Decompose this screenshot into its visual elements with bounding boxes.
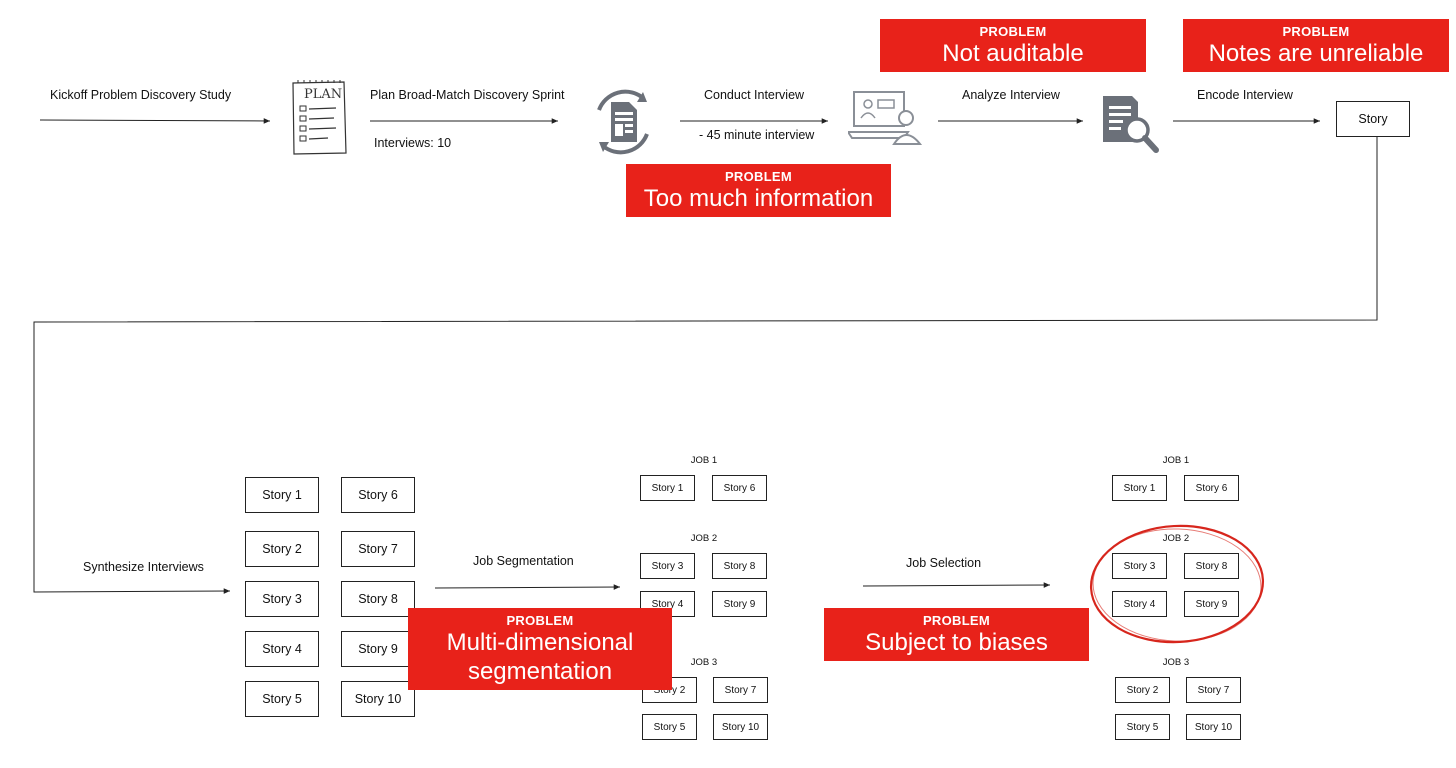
step-encode-label: Encode Interview <box>1197 88 1293 102</box>
step-plan-label: Plan Broad-Match Discovery Sprint <box>370 88 565 102</box>
problem-tag: PROBLEM <box>979 24 1047 39</box>
story-box: Story 9 <box>712 591 767 617</box>
story-box: Story 10 <box>713 714 768 740</box>
step-conduct-label: Conduct Interview <box>704 88 805 102</box>
story-box: Story 9 <box>341 631 415 667</box>
story-box: Story 6 <box>712 475 767 501</box>
story-box: Story 1 <box>245 477 319 513</box>
interview-laptop-icon <box>846 88 928 148</box>
interviews-count-label: Interviews: 10 <box>374 136 452 150</box>
story-box: Story 7 <box>713 677 768 703</box>
story-box: Story 1 <box>1112 475 1167 501</box>
job-label: JOB 3 <box>690 657 718 668</box>
step-analyze-label: Analyze Interview <box>962 88 1060 102</box>
job-label-selected: JOB 2 <box>1162 533 1190 544</box>
story-box: Story 3 <box>245 581 319 617</box>
problem-tag: PROBLEM <box>506 613 574 628</box>
job-label: JOB 3 <box>1162 657 1190 668</box>
job-label: JOB 1 <box>690 455 718 466</box>
problem-text: Subject to biases <box>865 629 1048 656</box>
job-label: JOB 1 <box>1162 455 1190 466</box>
story-box: Story 4 <box>1112 591 1167 617</box>
interview-duration-label: - 45 minute interview <box>699 128 815 142</box>
step-job-selection-label: Job Selection <box>906 556 982 570</box>
step-synthesize-label: Synthesize Interviews <box>83 560 204 574</box>
problem-subject-to-biases: PROBLEM Subject to biases <box>824 608 1089 661</box>
story-box: Story 1 <box>640 475 695 501</box>
story-box: Story 10 <box>1186 714 1241 740</box>
document-cycle-icon <box>585 84 661 160</box>
problem-text: Not auditable <box>942 40 1084 67</box>
story-output-box: Story <box>1336 101 1410 137</box>
problem-tag: PROBLEM <box>724 169 793 184</box>
problem-not-auditable: PROBLEM Not auditable <box>880 19 1146 72</box>
story-box: Story 2 <box>1115 677 1170 703</box>
document-search-icon <box>1100 94 1164 158</box>
problem-text-line1: Multi-dimensional <box>446 629 634 656</box>
plan-sketch-text: PLAN <box>304 87 343 102</box>
problem-notes-unreliable: PROBLEM Notes are unreliable <box>1183 19 1449 72</box>
story-box: Story 10 <box>341 681 415 717</box>
story-box: Story 5 <box>642 714 697 740</box>
step-job-segmentation-label: Job Segmentation <box>473 554 574 568</box>
story-box: Story 3 <box>1112 553 1167 579</box>
story-box: Story 7 <box>1186 677 1241 703</box>
job-label: JOB 2 <box>690 533 718 544</box>
story-box: Story 6 <box>1184 475 1239 501</box>
step-kickoff-label: Kickoff Problem Discovery Study <box>50 88 232 102</box>
story-box: Story 8 <box>712 553 767 579</box>
problem-text-line2: segmentation <box>467 658 613 685</box>
story-box: Story 5 <box>1115 714 1170 740</box>
plan-sketch-icon: PLAN <box>290 80 348 156</box>
problem-multi-dimensional-segmentation: PROBLEM Multi-dimensional segmentation <box>408 608 672 690</box>
story-box: Story 6 <box>341 477 415 513</box>
story-box: Story 8 <box>1184 553 1239 579</box>
story-box: Story 3 <box>640 553 695 579</box>
problem-text: Notes are unreliable <box>1208 40 1424 67</box>
problem-tag: PROBLEM <box>922 613 991 628</box>
story-box: Story 2 <box>245 531 319 567</box>
story-box: Story 5 <box>245 681 319 717</box>
problem-text: Too much information <box>643 185 874 212</box>
story-box: Story 8 <box>341 581 415 617</box>
story-box: Story 7 <box>341 531 415 567</box>
problem-tag: PROBLEM <box>1282 24 1350 39</box>
problem-too-much-information: PROBLEM Too much information <box>626 164 891 217</box>
story-box: Story 9 <box>1184 591 1239 617</box>
story-box: Story 4 <box>245 631 319 667</box>
